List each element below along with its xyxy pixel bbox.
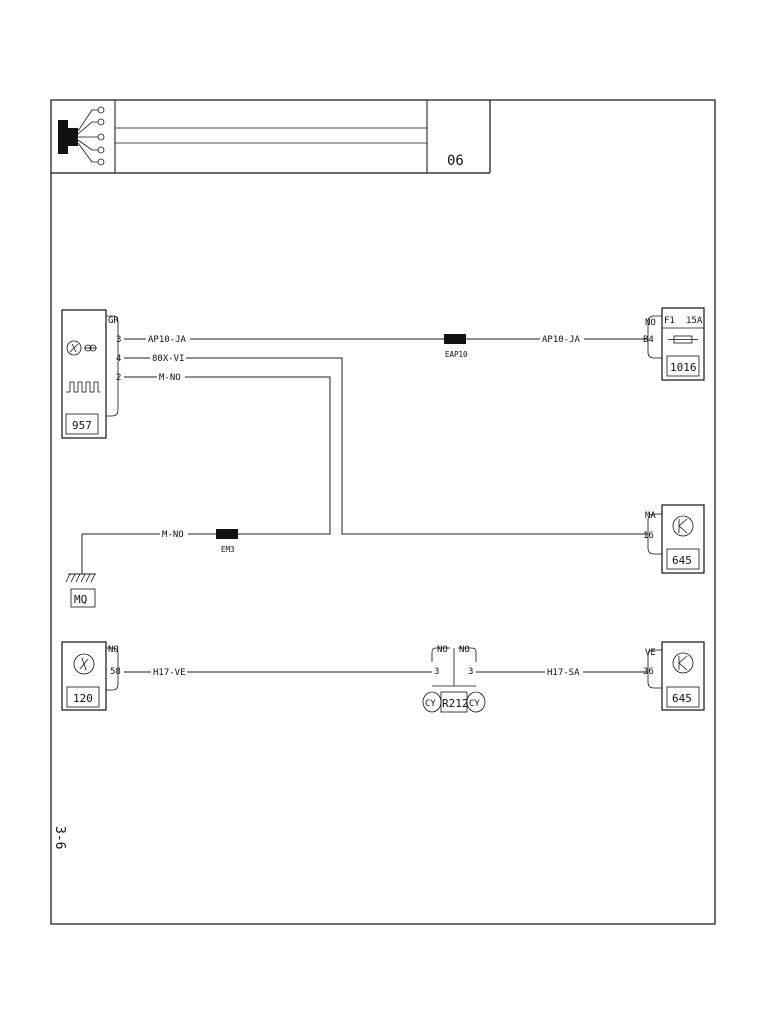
relay-icon [672,652,694,674]
component-957-pin-4: 4 [116,354,121,364]
splice-em3: EM3 [216,529,238,554]
sheet-number: 06 [447,153,464,169]
r212-right-tag: CY [469,699,480,709]
component-957-connector: GR [108,316,119,326]
wire-labels: AP10-JA AP10-JA 80X-VI M-NO M-NO H17-VE … [146,333,584,678]
wires [82,338,648,673]
wire-label-h17-sa: H17-SA [547,668,580,678]
r212-right-pin: 3 [468,667,473,677]
wire-label-ap10-left: AP10-JA [148,335,187,345]
component-957: 957 GR 3 4 2 [61,309,121,439]
wire-label-mno-bottom: M-NO [162,530,184,540]
component-645-a-connector: MA [645,511,656,521]
component-957-id: 957 [72,419,92,432]
fuse-icon [668,335,698,344]
component-645-b: 645 VE 36 [643,641,705,711]
component-645-a-id: 645 [672,554,692,567]
connector-r212: NO NO 3 3 R212 CY CY [422,645,486,713]
component-1016-id: 1016 [670,361,697,374]
r212-left-connector: NO [437,645,448,655]
ground-icon [65,573,96,583]
component-120: 120 NO 58 [61,641,121,711]
coil-icon [84,344,97,352]
wire-80x [124,357,648,535]
component-645-b-pin: 36 [643,667,654,677]
wire-label-mno-top: M-NO [159,373,181,383]
wire-label-80x: 80X-VI [152,354,185,364]
sensor-icon [66,340,82,356]
connector-harness-icon [58,106,105,166]
component-645-b-id: 645 [672,692,692,705]
sensor-icon [73,653,95,675]
r212-right-connector: NO [459,645,470,655]
splice-em3-label: EM3 [221,545,235,554]
component-645-a: 645 MA 16 [643,504,705,574]
component-957-pin-3: 3 [116,335,121,345]
r212-id: R212 [442,697,469,710]
r212-left-tag: CY [425,699,436,709]
ground-id: MQ [74,593,87,606]
splice-eap10-label: EAP10 [445,350,468,359]
wire-label-ap10-right: AP10-JA [542,335,581,345]
component-1016-pin: B4 [643,335,654,345]
component-120-id: 120 [73,692,93,705]
component-957-pin-2: 2 [116,373,121,383]
splice-eap10: EAP10 [444,334,468,359]
page-frame [50,99,716,925]
component-645-a-pin: 16 [643,531,654,541]
component-120-connector: NO [108,645,119,655]
wire-label-h17-ve: H17-VE [153,668,186,678]
header-block: 06 [51,100,491,174]
page-reference: 3-6 [52,826,67,849]
component-1016-rating: 15A [686,316,703,326]
wire-mno [82,376,331,535]
component-1016-fuse: F1 [664,316,675,326]
component-645-b-connector: VE [645,648,656,658]
pulse-signal-icon [66,381,100,393]
ground-mq: MQ [65,534,96,608]
component-1016-connector: NO [645,318,656,328]
r212-left-pin: 3 [434,667,439,677]
relay-icon [672,515,694,537]
component-1016: F1 15A 1016 NO B4 [643,307,705,381]
component-120-pin: 58 [110,667,121,677]
